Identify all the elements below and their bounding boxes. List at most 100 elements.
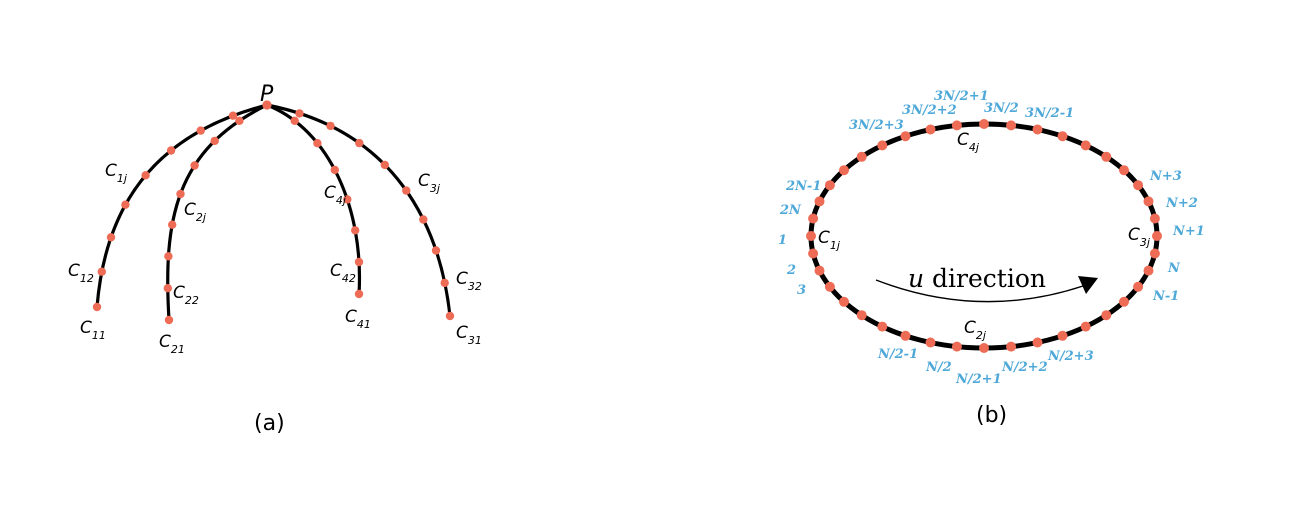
curve-c3-point <box>295 109 304 118</box>
ellipse-point <box>824 180 835 191</box>
label-c32-sub: 32 <box>468 280 482 293</box>
label-b-c4j-sub: 4j <box>969 141 980 154</box>
label-c4j-main: C <box>324 183 336 203</box>
curve-c2-point <box>164 315 174 325</box>
label-c12: C12 <box>68 261 94 285</box>
ellipse-point <box>1149 213 1160 224</box>
label-c42-main: C <box>330 261 342 281</box>
curve-c4-point <box>351 226 360 235</box>
caption-b: (b) <box>976 403 1007 428</box>
index-label: N-1 <box>1152 289 1179 304</box>
curve-c3-point <box>380 160 389 170</box>
label-c41-main: C <box>345 307 357 327</box>
curve-c1-point <box>97 267 107 276</box>
curve-c2-point <box>235 116 244 126</box>
ellipse-point <box>806 231 816 241</box>
index-labels: 1 2 3 N/2-1 N/2 N/2+1 N/2+2 N/2+3 N-1 N … <box>778 89 1205 387</box>
label-c4j-sub: 4j <box>336 194 347 207</box>
curve-c4-point <box>313 139 322 148</box>
label-c22-main: C <box>173 283 185 303</box>
label-b-c4j-main: C <box>957 130 969 150</box>
panel-a-points <box>92 100 455 325</box>
label-c2j: C2j <box>184 200 207 224</box>
panel-b-points <box>806 119 1162 353</box>
label-b-c2j: C2j <box>964 318 987 342</box>
label-b-c1j: C1j <box>818 228 841 252</box>
label-c31-main: C <box>456 323 468 343</box>
ellipse-point <box>1080 140 1091 151</box>
ellipse-point <box>856 151 867 162</box>
label-b-c1j-main: C <box>818 228 830 248</box>
index-label: 1 <box>778 233 787 248</box>
label-c1j: C1j <box>105 161 128 185</box>
panel-b: C1j C2j C3j C4j u direction 1 2 3 N/2-1 … <box>778 89 1205 428</box>
ellipse-point <box>856 310 867 321</box>
u-direction-var: u <box>908 264 924 293</box>
curve-c1-point <box>92 302 102 312</box>
label-b-c4j: C4j <box>957 130 980 154</box>
ellipse-point <box>979 343 989 353</box>
label-c21: C21 <box>159 332 185 356</box>
panel-a: P C1j C12 C11 C2j C22 C21 C4j C42 C41 C3… <box>68 82 482 436</box>
ellipse-point <box>1143 196 1154 207</box>
curve-c4-point <box>343 195 352 204</box>
curve-c1-point <box>166 146 176 155</box>
index-label: N/2+1 <box>955 372 1002 387</box>
label-c31-sub: 31 <box>468 334 482 347</box>
label-c42-sub: 42 <box>342 272 356 285</box>
curve-c2-point <box>168 220 177 229</box>
curve-c3-point <box>355 138 364 148</box>
ellipse-point <box>1119 296 1129 307</box>
ellipse-point <box>839 296 849 307</box>
ellipse-point <box>1152 231 1162 241</box>
ellipse-point <box>925 337 936 348</box>
u-direction-arrowhead <box>1078 276 1098 294</box>
index-label: 3N/2 <box>984 101 1019 116</box>
ellipse-point <box>1101 310 1112 321</box>
ellipse-point <box>900 131 911 142</box>
label-c3j: C3j <box>418 171 441 195</box>
curve-c3-point <box>431 246 441 255</box>
label-c41: C41 <box>345 307 371 331</box>
curve-c3-point <box>402 186 411 195</box>
label-b-c3j-sub: 3j <box>1140 236 1151 249</box>
label-c21-main: C <box>159 332 171 352</box>
label-c12-sub: 12 <box>80 272 94 285</box>
ellipse-point <box>877 140 888 151</box>
label-c11-main: C <box>80 318 92 338</box>
label-c42: C42 <box>330 261 356 285</box>
index-label: N/2-1 <box>877 347 918 362</box>
index-label: 2N-1 <box>785 179 821 194</box>
label-b-c1j-sub: 1j <box>830 239 841 252</box>
label-c1j-sub: 1j <box>117 172 128 185</box>
curve-c2-point <box>190 161 199 170</box>
index-label: 3N/2+2 <box>902 103 957 118</box>
curve-c1-point <box>121 200 130 209</box>
curve-c1-point <box>106 233 116 242</box>
ellipse-point <box>1006 120 1017 131</box>
label-c31: C31 <box>456 323 482 347</box>
ellipse-point <box>1149 248 1160 259</box>
curve-c3-point <box>440 278 449 288</box>
ellipse-point <box>951 120 962 131</box>
u-direction-word: direction <box>924 264 1046 293</box>
ellipse-point <box>1032 124 1043 135</box>
label-c11-sub: 11 <box>92 329 106 342</box>
ellipse-point <box>1057 131 1068 142</box>
ellipse-point <box>1101 151 1112 162</box>
ellipse-point <box>925 124 936 135</box>
ellipse-point <box>1133 281 1144 292</box>
ellipse-point <box>808 248 819 259</box>
curve-c1-point <box>196 126 205 135</box>
label-c2j-main: C <box>184 200 196 220</box>
ellipse-point <box>1057 330 1068 341</box>
ellipse-point <box>951 341 962 352</box>
index-label: 3N/2-1 <box>1025 106 1074 121</box>
curve-c2-point <box>210 136 219 146</box>
u-direction-arrow <box>875 279 1084 303</box>
ellipse-point <box>1119 165 1129 176</box>
label-b-c2j-main: C <box>964 318 976 338</box>
apex-label-p: P <box>260 82 274 107</box>
index-label: N <box>1167 261 1181 276</box>
